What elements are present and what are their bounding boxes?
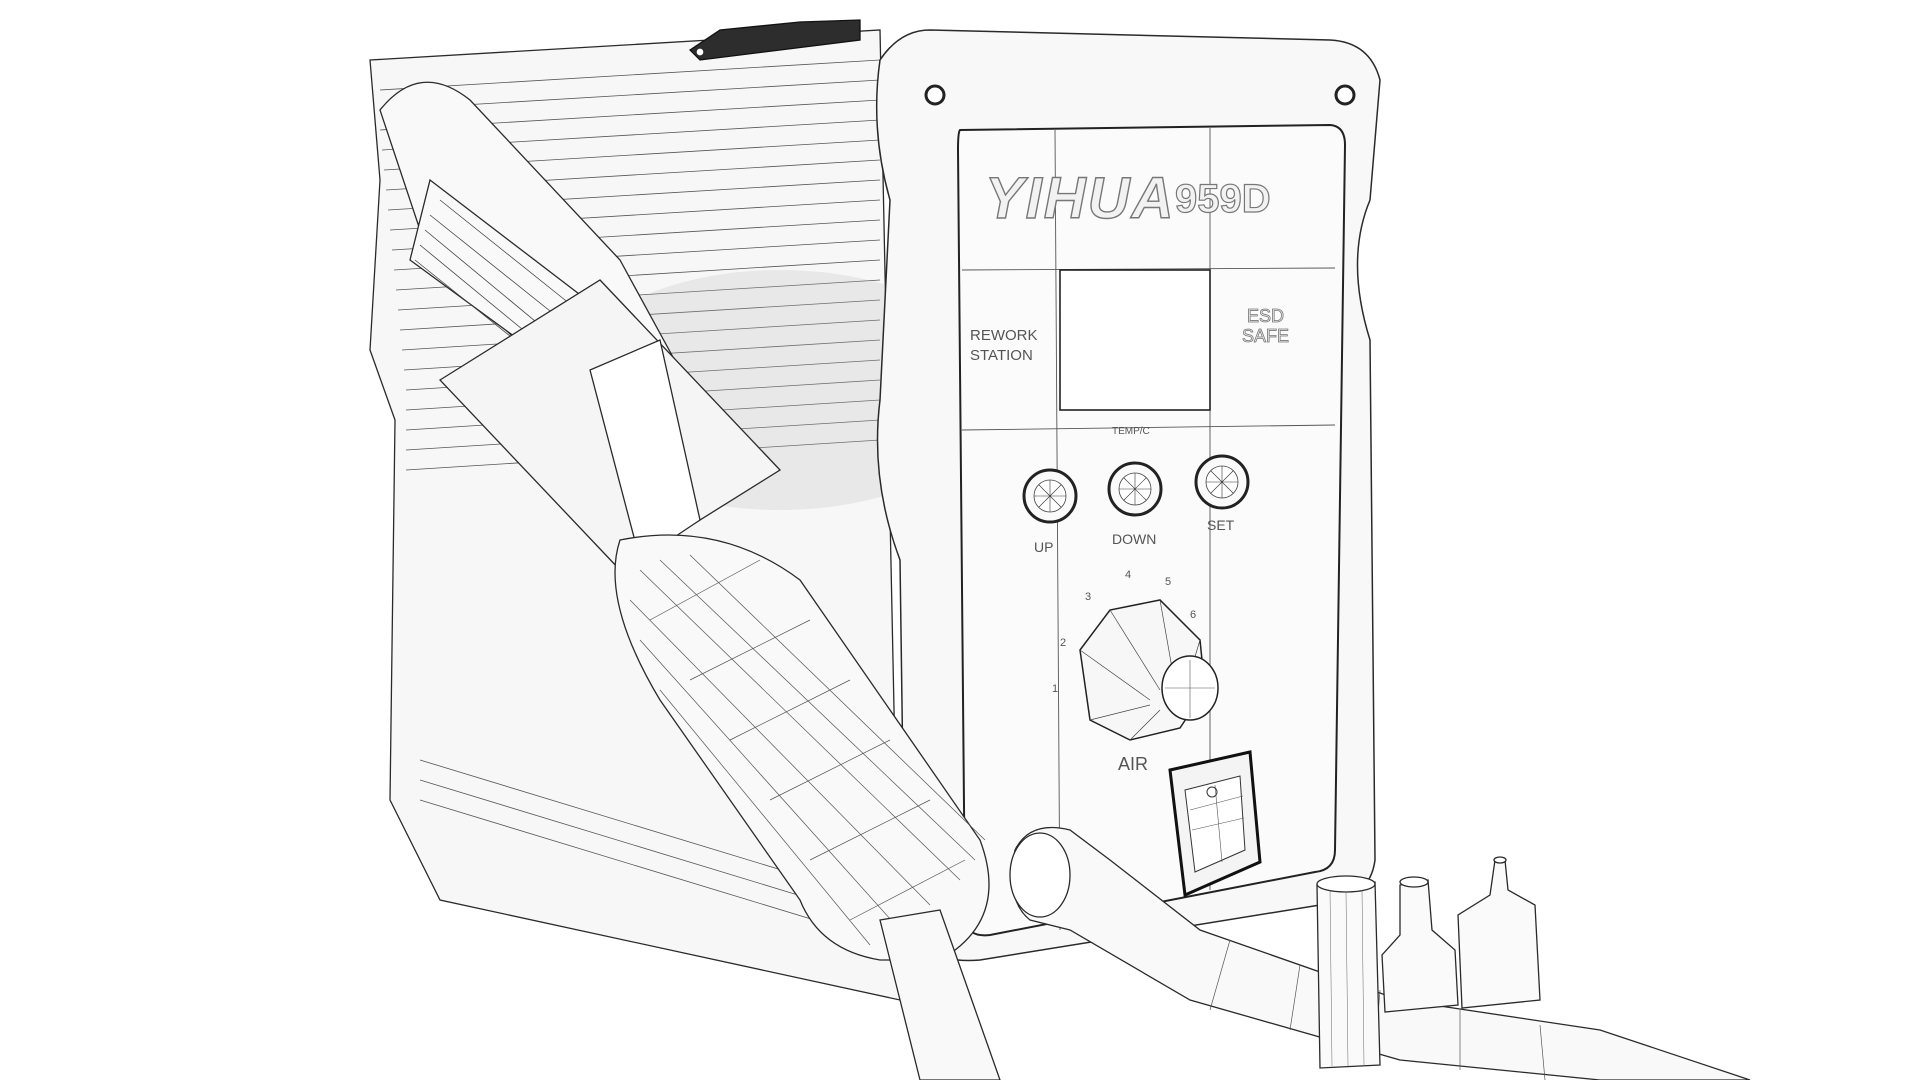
- up-button[interactable]: [1022, 468, 1078, 524]
- nozzle-large: [1316, 875, 1381, 1069]
- screw-top-left: [924, 84, 946, 106]
- down-label: DOWN: [1112, 531, 1156, 547]
- screw-top-right: [1334, 84, 1356, 106]
- air-scale-5: 5: [1165, 576, 1171, 588]
- label-safe: SAFE: [1242, 326, 1289, 346]
- up-label: UP: [1034, 539, 1053, 555]
- label-esd: ESD: [1247, 306, 1284, 326]
- down-button[interactable]: [1107, 461, 1163, 517]
- set-label: SET: [1207, 517, 1235, 533]
- air-scale-2: 2: [1060, 637, 1066, 649]
- air-knob[interactable]: [1079, 599, 1219, 741]
- front-panel: [956, 123, 1347, 937]
- air-label: AIR: [1118, 754, 1148, 774]
- hot-air-gun: [379, 81, 1001, 1081]
- label-rework: REWORK: [970, 327, 1038, 344]
- nozzle-medium: [1381, 876, 1459, 1013]
- lcd-display: [1059, 269, 1211, 411]
- model-number: 959D: [1175, 177, 1271, 221]
- label-station: STATION: [970, 347, 1033, 364]
- brand-logo: YIHUA: [985, 166, 1175, 231]
- air-scale-3: 3: [1085, 591, 1091, 603]
- power-switch[interactable]: [1168, 750, 1262, 898]
- air-hose: [1009, 826, 1751, 1081]
- air-scale-6: 6: [1190, 609, 1196, 621]
- nozzle-small: [1457, 856, 1541, 1009]
- air-scale: 1 2 3 4 5 6: [1052, 569, 1196, 695]
- air-scale-4: 4: [1125, 569, 1131, 581]
- air-scale-1: 1: [1052, 683, 1058, 695]
- set-button[interactable]: [1194, 454, 1250, 510]
- temp-label: TEMP/C: [1112, 426, 1150, 437]
